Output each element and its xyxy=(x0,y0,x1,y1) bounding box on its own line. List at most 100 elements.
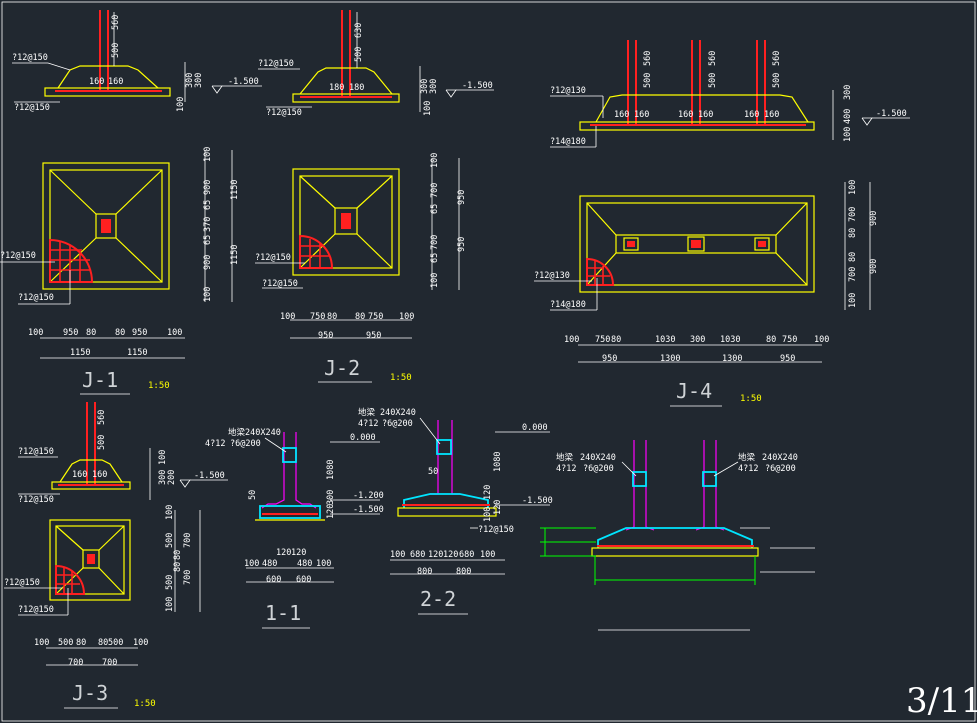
j1-plan-h-1: 950 xyxy=(63,328,78,338)
j3-elevation: 560 500 160 160 ?12@150 ?12@150 100 300 … xyxy=(18,402,228,505)
j4-elev-dim-6: 500 xyxy=(772,73,782,88)
j1-col-dim-1: 160 xyxy=(89,77,104,87)
j3-col-dim-2: 160 xyxy=(92,470,107,480)
j3-plan-h-2: 80 xyxy=(76,638,86,648)
j4-col-dim-4: 160 xyxy=(698,110,713,120)
j3-elev-dim-1: 560 xyxy=(97,410,107,425)
j3-elev-dim-2: 500 xyxy=(97,435,107,450)
j4-plan-v-0: 100 xyxy=(848,180,858,195)
j2-side-dim-2: 300 xyxy=(429,79,439,94)
s22-beam-leader xyxy=(419,417,441,445)
s33-wall-2-left xyxy=(695,440,705,531)
s22-bottom-total-1: 800 xyxy=(456,567,471,577)
j4-elev-dim-4: 500 xyxy=(708,73,718,88)
j3-plan-ridge-1 xyxy=(55,525,84,551)
j3-side-dim-1: 300 xyxy=(158,470,168,485)
j3-plan-h-total-1: 700 xyxy=(102,658,117,668)
j4-plan-pedestal xyxy=(615,234,777,254)
j1-level-text: -1.500 xyxy=(228,77,259,87)
j1-scale: 1:50 xyxy=(148,381,170,391)
j4-plan-rebar-left-label: ?12@130 xyxy=(534,271,570,281)
j3-plan-pedestal xyxy=(82,549,100,569)
s11-bottom-dim-4: 480 xyxy=(297,559,312,569)
j3-plan: ?12@150 ?12@150 100 500 80 700 80 500 70… xyxy=(4,505,201,709)
j4-plan-ridge-2 xyxy=(775,202,808,236)
s22-footing-base xyxy=(397,507,497,517)
j1-side-dim-2: 300 xyxy=(194,73,204,88)
j4-elev-dim-2: 500 xyxy=(643,73,653,88)
s22-rebar-label: ?12@150 xyxy=(478,525,514,535)
s11-bottom-dim-1: 120 xyxy=(291,548,306,558)
s11-beam-leader xyxy=(264,437,287,453)
j4-plan-inner xyxy=(586,202,808,286)
j4-col-dim-5: 160 xyxy=(744,110,759,120)
j1-plan-v-7: 1150 xyxy=(230,245,240,265)
j3-plan-v-7: 100 xyxy=(165,597,175,612)
s11-level-bot: -1.500 xyxy=(353,505,384,515)
j1-plan-h-5: 100 xyxy=(167,328,182,338)
j2-plan-v-0: 100 xyxy=(430,153,440,168)
j4-plan-h-total-0: 950 xyxy=(602,354,617,364)
j3-level-text: -1.500 xyxy=(194,471,225,481)
j2-plan-inner xyxy=(299,175,393,269)
s11-bottom-dim-3: 480 xyxy=(262,559,277,569)
s22-wall-left xyxy=(430,420,439,495)
j3-plan-v-3: 700 xyxy=(183,533,193,548)
s33-beam-right-label: 240X240 xyxy=(762,453,798,463)
j4-rebar-top-label: ?12@130 xyxy=(550,86,586,96)
s33-bars-right-label: 4?12 xyxy=(738,464,758,474)
j4-plan-ridge-4 xyxy=(775,252,808,286)
j4-plan-h-total-1: 1300 xyxy=(660,354,680,364)
j3-plan-rebar-quadrant xyxy=(55,564,86,595)
j1-plan: ?12@150 ?12@150 100 1150 900 65 370 65 9… xyxy=(0,147,240,395)
j4-col-dim-2: 160 xyxy=(634,110,649,120)
j4-plan-h-1: 750 xyxy=(595,335,610,345)
j1-plan-v-4: 370 xyxy=(203,217,213,232)
j3-plan-h-5: 100 xyxy=(133,638,148,648)
j3-plan-ridge-3 xyxy=(55,567,84,595)
j1-plan-h-total-0: 1150 xyxy=(70,348,90,358)
j3-plan-rebar-left-label: ?12@150 xyxy=(4,578,40,588)
j3-plan-ridge-2 xyxy=(98,525,125,551)
j1-plan-inner xyxy=(49,169,163,283)
j4-side-dim-0: 300 xyxy=(843,85,853,100)
j2-plan-rebar-left-label: ?12@150 xyxy=(255,253,291,263)
j2-footing-slope xyxy=(299,67,393,95)
s22-bottom-dim-3: 120 xyxy=(443,550,458,560)
s33-beam-left-leader xyxy=(621,461,637,477)
s33-footing-base xyxy=(591,547,759,557)
s33-ground-beam-left xyxy=(632,471,647,487)
s11-wall-right xyxy=(295,432,317,509)
s22-bottom-dim-4: 680 xyxy=(459,550,474,560)
s11-bottom-dim-0: 120 xyxy=(276,548,291,558)
j2-plan-ridge-2 xyxy=(356,175,393,209)
s22-title: 2-2 xyxy=(420,587,456,611)
j4-plan-v-3: 80 xyxy=(848,228,858,238)
j2-plan-v-7: 100 xyxy=(430,273,440,288)
j1-plan-h-2: 80 xyxy=(86,328,96,338)
j4-level-text: -1.500 xyxy=(876,109,907,119)
j4-side-dim-2: 100 xyxy=(843,127,853,142)
j4-plan-rebar-quadrant xyxy=(586,257,615,286)
j2-elev-dim-1: 630 xyxy=(354,23,364,38)
s22-level-top: 0.000 xyxy=(522,423,548,433)
page-number: 3/11 xyxy=(906,681,977,721)
s22-ground-beam xyxy=(436,439,452,455)
j3-plan-ridge-4 xyxy=(98,567,125,595)
j2-level-marker xyxy=(445,89,457,98)
j4-plan: ?12@130 ?14@180 100 700 900 80 80 900 70… xyxy=(534,180,879,407)
j4-elev-dim-3: 560 xyxy=(708,51,718,66)
j3-col-dim-1: 160 xyxy=(72,470,87,480)
j3-rebar-bottom-label: ?12@150 xyxy=(18,495,54,505)
s11-level-top: 0.000 xyxy=(350,433,376,443)
s22-bottom-total-0: 800 xyxy=(417,567,432,577)
j3-plan-h-total-0: 700 xyxy=(68,658,83,668)
j4-plan-v-2: 900 xyxy=(869,211,879,226)
j4-rebar-bottom-label: ?14@180 xyxy=(550,137,586,147)
s22-beam-label: 240X240 xyxy=(380,408,416,418)
j3-plan-rebar-bottom-label: ?12@150 xyxy=(18,605,54,615)
j1-plan-pedestal xyxy=(95,213,117,239)
j3-plan-outer xyxy=(49,519,131,601)
j1-plan-column xyxy=(101,219,111,233)
